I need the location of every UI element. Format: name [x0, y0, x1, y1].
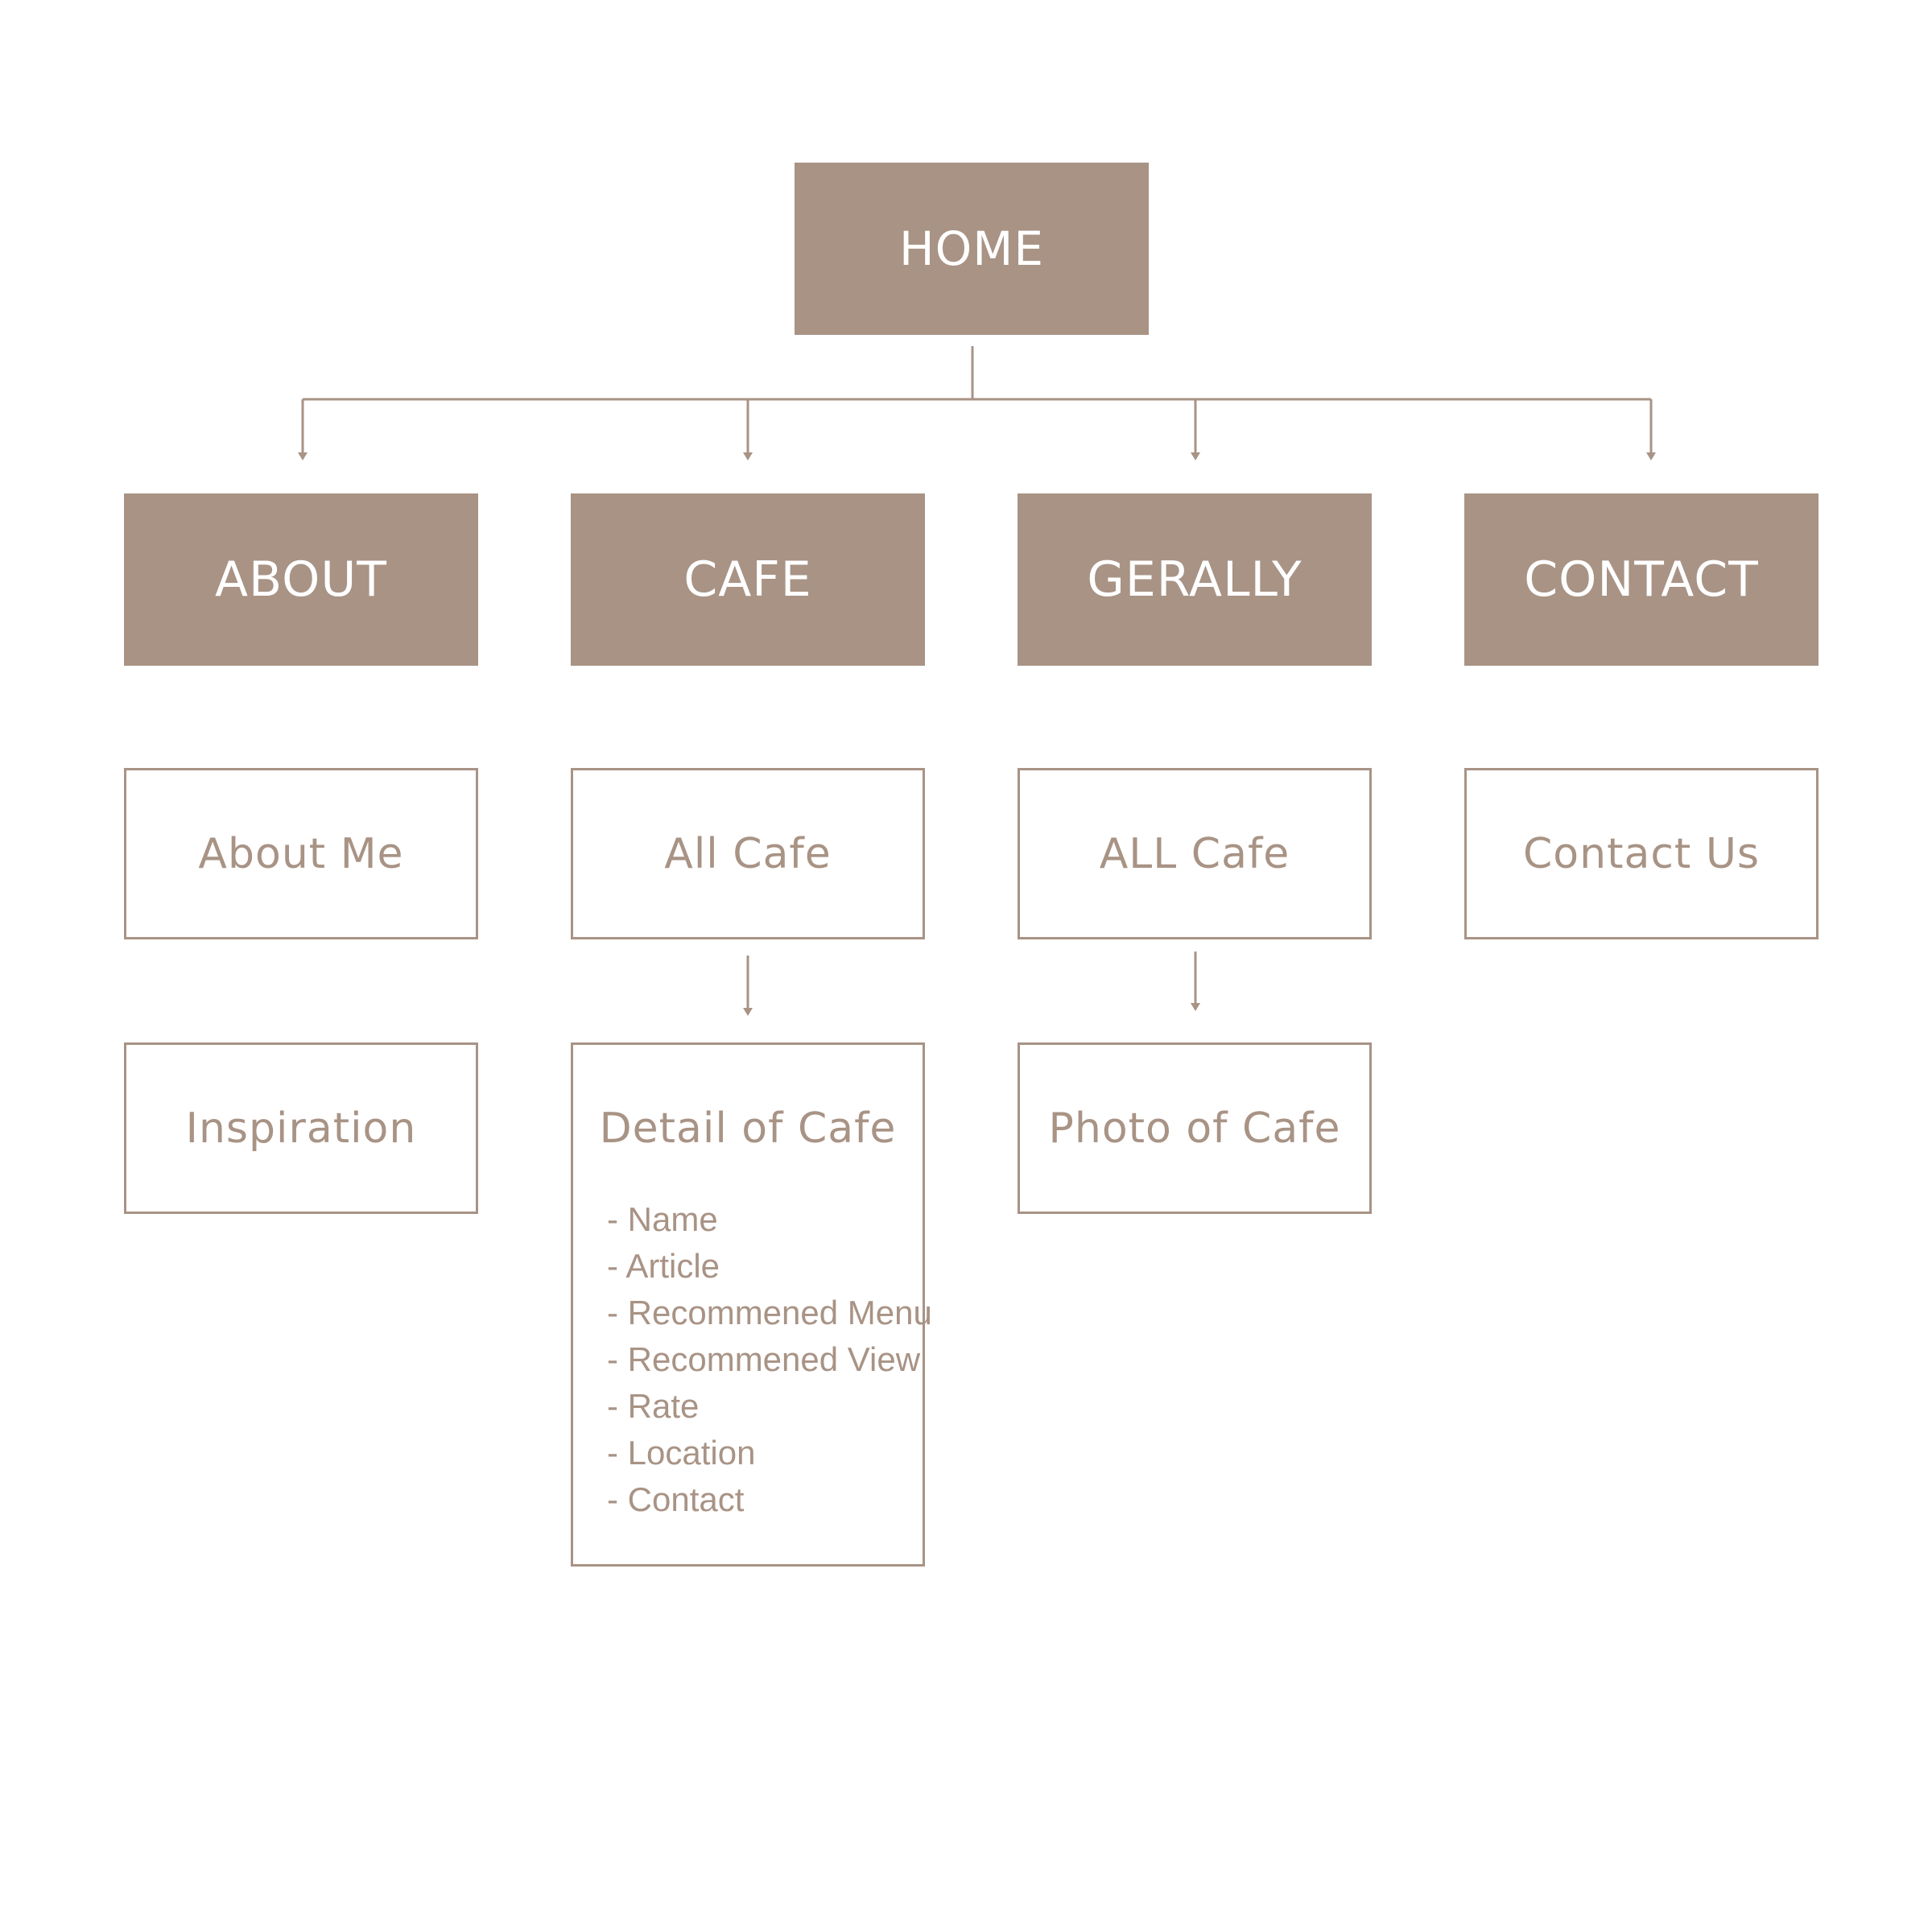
- contact-us-label: Contact Us: [1523, 829, 1760, 878]
- gerally-node: GERALLY: [1018, 493, 1372, 666]
- contact-node-label: CONTACT: [1524, 551, 1759, 608]
- list-item: - Name: [607, 1200, 718, 1238]
- about-node-label: ABOUT: [215, 551, 387, 608]
- cafe-node-label: CAFE: [683, 551, 812, 608]
- list-item: - Location: [607, 1434, 756, 1472]
- gerally-node-label: GERALLY: [1087, 551, 1302, 608]
- list-item: - Recommened Menu: [607, 1294, 932, 1331]
- inspiration-label: Inspiration: [185, 1104, 417, 1153]
- home-node: HOME: [795, 163, 1149, 335]
- inspiration-node: Inspiration: [124, 1042, 478, 1214]
- list-item: - Rate: [607, 1387, 700, 1425]
- list-item: - Recommened View: [607, 1340, 921, 1378]
- detail-of-cafe-title: Detail of Cafe: [599, 1104, 897, 1153]
- arrowhead-gallery-photo: [1191, 1003, 1200, 1011]
- contact-node: CONTACT: [1464, 493, 1818, 666]
- all-cafe-gallery-node: ALL Cafe: [1018, 768, 1372, 939]
- arrowhead-cafe-detail: [743, 1008, 753, 1016]
- about-me-label: About Me: [198, 829, 404, 878]
- contact-us-node: Contact Us: [1464, 768, 1818, 939]
- photo-of-cafe-label: Photo of Cafe: [1048, 1104, 1341, 1153]
- about-node: ABOUT: [124, 493, 478, 666]
- about-me-node: About Me: [124, 768, 478, 939]
- list-item: - Contact: [607, 1480, 745, 1518]
- arrowhead-contact: [1646, 452, 1656, 460]
- cafe-node: CAFE: [571, 493, 925, 666]
- all-cafe-node: All Cafe: [571, 768, 925, 939]
- all-cafe-label: All Cafe: [664, 829, 832, 878]
- detail-of-cafe-list: - Name - Article - Recommened Menu - Rec…: [607, 1196, 932, 1523]
- arrowhead-gerally: [1191, 452, 1200, 460]
- list-item: - Article: [607, 1247, 720, 1285]
- arrowhead-cafe: [743, 452, 753, 460]
- home-node-label: HOME: [899, 221, 1044, 276]
- detail-of-cafe-node: Detail of Cafe - Name - Article - Recomm…: [571, 1042, 932, 1567]
- photo-of-cafe-node: Photo of Cafe: [1018, 1042, 1372, 1214]
- arrowhead-about: [298, 452, 308, 460]
- all-cafe-gallery-label: ALL Cafe: [1099, 829, 1290, 878]
